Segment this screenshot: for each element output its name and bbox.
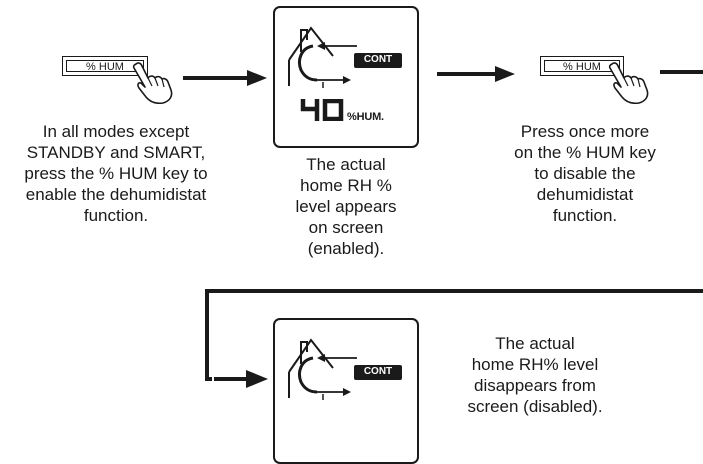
cont-badge: CONT [354, 53, 402, 68]
hum-key-label: % HUM [66, 60, 144, 73]
hum-key-button[interactable]: % HUM [540, 56, 624, 76]
hum-key-button[interactable]: % HUM [62, 56, 148, 76]
arrow-right-icon [183, 70, 267, 86]
step2-caption: The actual home RH % level appears on sc… [295, 155, 397, 258]
display-screen-disabled: CONT [273, 318, 419, 464]
hand-pointer-icon [608, 62, 649, 104]
hand-pointer-icon [132, 62, 173, 104]
step1-caption: In all modes except STANDBY and SMART, p… [24, 122, 208, 225]
hum-key-label: % HUM [544, 60, 620, 73]
cont-badge: CONT [354, 365, 402, 380]
rh-digits-icon [300, 99, 344, 121]
arrow-right-icon [437, 66, 515, 82]
step3-caption: Press once more on the % HUM key to disa… [514, 122, 656, 225]
house-airflow-icon [288, 338, 357, 400]
house-airflow-icon [288, 26, 357, 88]
rh-unit-label: %HUM. [347, 111, 384, 123]
display-screen-enabled: CONT %HUM. [273, 6, 419, 148]
step4-caption: The actual home RH% level disappears fro… [467, 334, 603, 416]
